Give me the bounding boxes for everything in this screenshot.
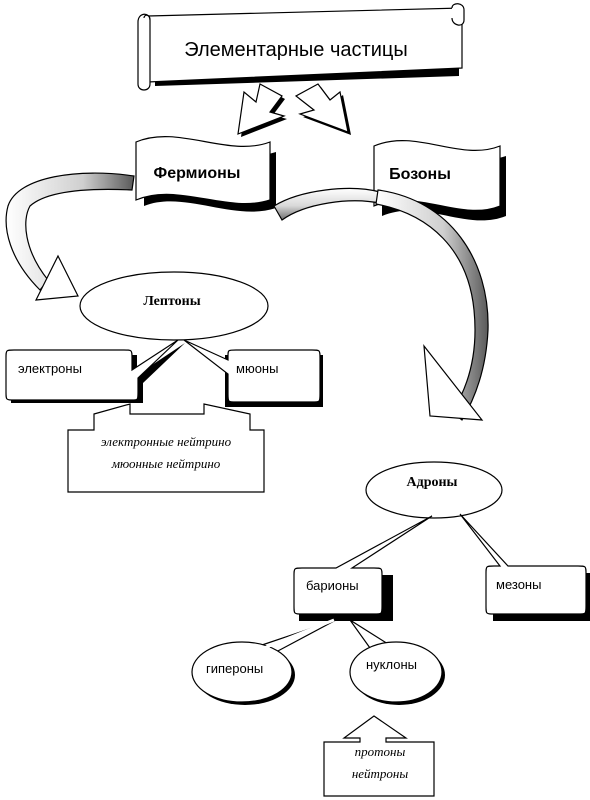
hyperons-bubble: гипероны — [191, 618, 337, 705]
hadrons-node: Адроны — [365, 461, 503, 519]
muons-box: мюоны — [183, 339, 323, 407]
fermions-to-leptons-arrow — [5, 172, 135, 301]
title-arrow-right — [294, 83, 351, 135]
hadrons-label: Адроны — [407, 475, 458, 490]
fermions-label: Фермионы — [154, 165, 241, 182]
mesons-label: мезоны — [496, 577, 541, 592]
fermions-banner: Фермионы — [135, 135, 276, 212]
neutrino-label-1: электронные нейтрино — [101, 434, 232, 449]
neutrino-box: электронные нейтрино мюонные нейтрино — [67, 403, 265, 493]
nucleons-bubble: нуклоны — [349, 619, 445, 705]
electrons-label: электроны — [18, 361, 82, 376]
electrons-box: электроны — [5, 339, 185, 403]
fermions-to-bosons-band — [273, 187, 385, 221]
nucleons-label: нуклоны — [366, 657, 417, 672]
bosons-to-hadrons-arrow — [375, 189, 489, 421]
title-label: Элементарные частицы — [184, 39, 407, 61]
baryons-box: барионы — [293, 515, 433, 621]
protons-neutrons-box: протоны нейтроны — [323, 715, 435, 797]
title-arrow-left — [237, 83, 287, 137]
neutrons-label: нейтроны — [352, 766, 409, 781]
muons-label: мюоны — [236, 361, 278, 376]
title-scroll: Элементарные частицы — [137, 3, 465, 91]
leptons-node: Лептоны — [79, 271, 269, 341]
mesons-box: мезоны — [459, 513, 590, 621]
baryons-label: барионы — [306, 578, 359, 593]
hyperons-label: гипероны — [206, 661, 263, 676]
leptons-label: Лептоны — [143, 294, 200, 309]
bosons-label: Бозоны — [389, 166, 451, 183]
protons-label: протоны — [355, 744, 406, 759]
neutrino-label-2: мюонные нейтрино — [111, 456, 221, 471]
